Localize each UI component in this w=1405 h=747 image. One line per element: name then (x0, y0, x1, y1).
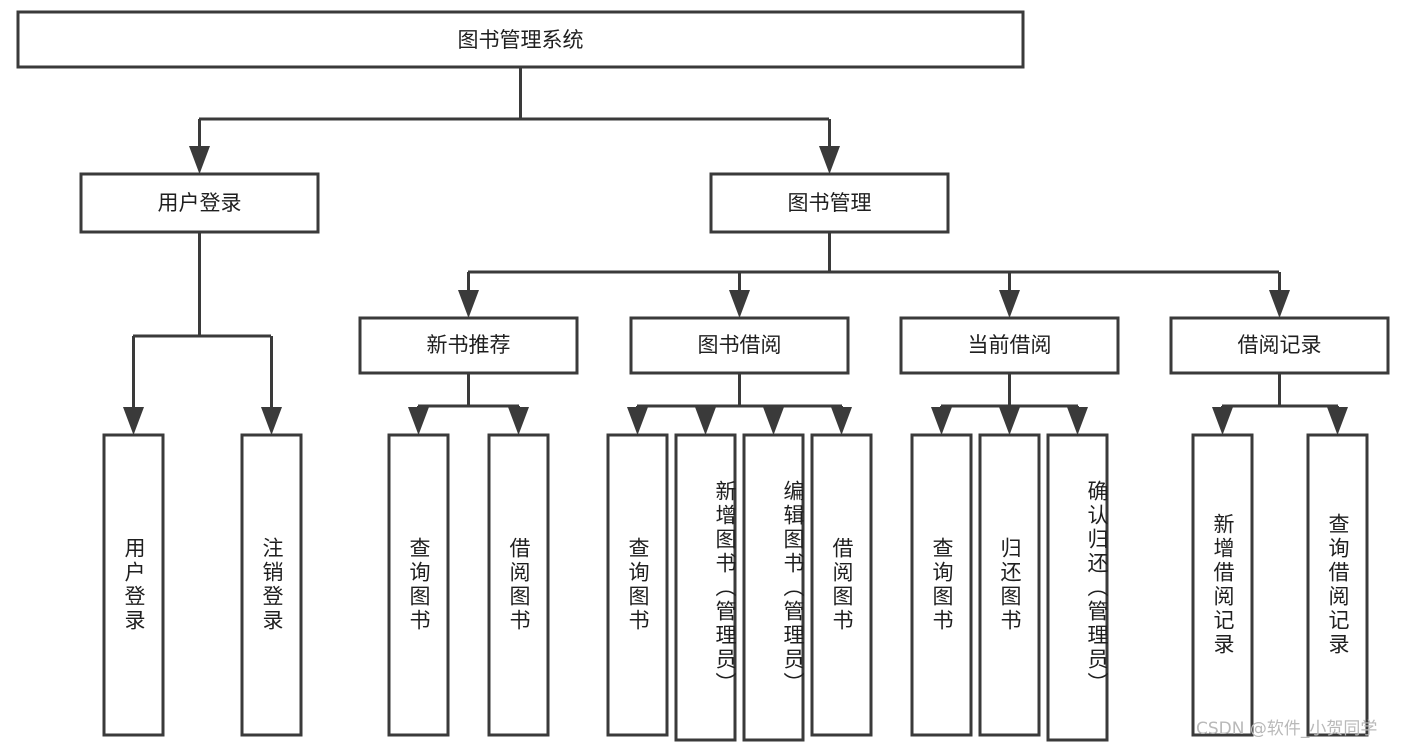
leaf-box-borrow-book-2[interactable] (810, 433, 873, 737)
node-book-borrow[interactable]: 图书借阅 (629, 316, 850, 375)
connector-group-new-book-rec (408, 373, 529, 435)
leaf-box-return-book[interactable] (978, 433, 1041, 737)
connector-group-book-manage (458, 232, 1290, 318)
node-book-manage[interactable]: 图书管理 (709, 172, 950, 234)
csdn-watermark: CSDN @软件_小贺同学 (1196, 719, 1378, 739)
leaf-box-user-logout[interactable] (240, 433, 303, 737)
connector-group-user-login (123, 232, 282, 435)
leaf-box-add-record[interactable] (1191, 433, 1254, 737)
node-book-borrow-label: 图书借阅 (698, 333, 782, 357)
node-root-label: 图书管理系统 (458, 28, 584, 52)
node-new-book-rec-label: 新书推荐 (427, 333, 511, 357)
leaf-box-confirm-return[interactable] (1046, 433, 1109, 742)
node-current-borrow[interactable]: 当前借阅 (899, 316, 1120, 375)
connector-group-current-borrow (931, 373, 1088, 435)
leaf-box-query-book-1[interactable] (387, 433, 450, 737)
node-book-manage-label: 图书管理 (788, 191, 872, 215)
node-user-login[interactable]: 用户登录 (79, 172, 320, 234)
connector-group-borrow-record (1212, 373, 1348, 435)
leaf-box-query-record[interactable] (1306, 433, 1369, 737)
connector-group-book-borrow (627, 373, 852, 435)
node-borrow-record-label: 借阅记录 (1238, 333, 1322, 357)
connector-group-root (189, 67, 840, 174)
node-borrow-record[interactable]: 借阅记录 (1169, 316, 1390, 375)
node-new-book-rec[interactable]: 新书推荐 (358, 316, 579, 375)
node-root[interactable]: 图书管理系统 (16, 10, 1025, 69)
leaf-box-query-book-2[interactable] (606, 433, 669, 737)
node-current-borrow-label: 当前借阅 (968, 333, 1052, 357)
leaf-box-edit-book[interactable] (742, 433, 805, 742)
leaf-box-query-book-3[interactable] (910, 433, 973, 737)
leaf-box-add-book[interactable] (674, 433, 737, 742)
leaf-box-borrow-book-1[interactable] (487, 433, 550, 737)
leaf-box-user-login[interactable] (102, 433, 165, 737)
node-user-login-label: 用户登录 (158, 191, 242, 215)
